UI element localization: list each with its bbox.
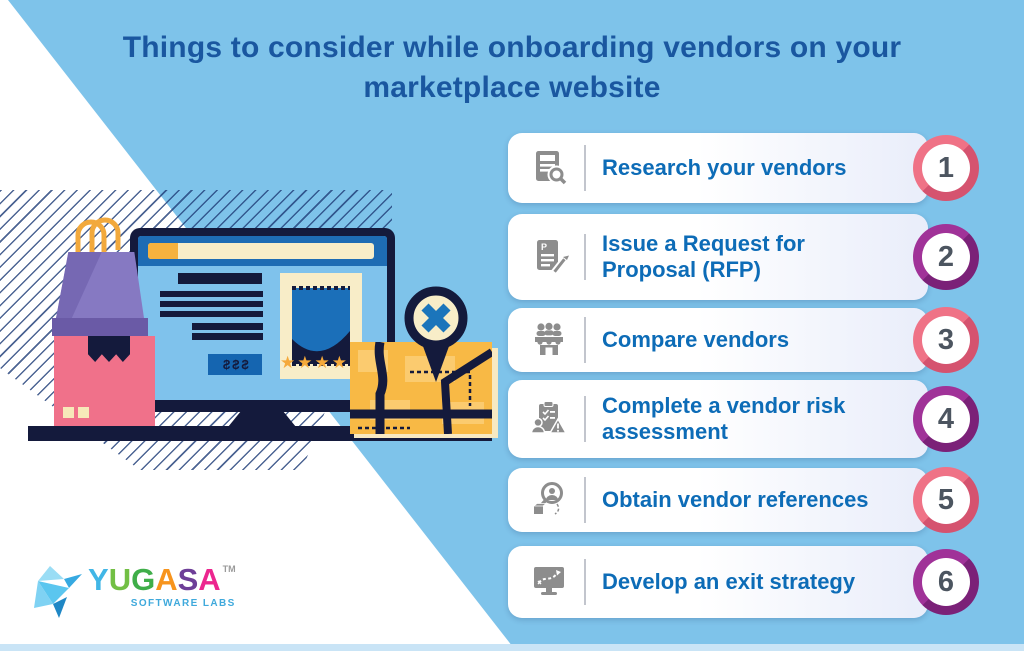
step-number: 5	[922, 476, 970, 524]
browser-header	[138, 236, 387, 266]
file-edit-icon: P	[528, 236, 570, 278]
brand-tagline: SOFTWARE LABS	[130, 598, 236, 609]
step-card-1: Research your vendors 1	[498, 133, 979, 203]
page-title: Things to consider while onboarding vend…	[122, 31, 902, 104]
search-bar-segment	[148, 243, 178, 259]
rating-stars: ★★★★	[280, 353, 349, 372]
file-search-icon	[528, 147, 570, 189]
step-number-badge: 5	[913, 467, 979, 533]
box-label	[63, 407, 74, 418]
divider	[584, 317, 586, 363]
step-number-badge: 3	[913, 307, 979, 373]
desktop-monitor-icon: $$$ ★★★★	[130, 228, 395, 412]
storefront-people-icon	[528, 319, 570, 361]
text-line	[178, 273, 262, 284]
monitor-strategy-icon	[528, 561, 570, 603]
title-area: Things to consider while onboarding vend…	[0, 28, 1024, 107]
step-label: Issue a Request for Proposal (RFP)	[602, 231, 805, 282]
trademark-symbol: TM	[222, 564, 236, 574]
monitor-screen: $$$ ★★★★	[138, 236, 387, 400]
step-number-badge: 1	[913, 135, 979, 201]
step-number: 1	[922, 144, 970, 192]
search-person-box-icon	[528, 479, 570, 521]
text-line	[160, 301, 263, 307]
step-number-badge: 4	[913, 386, 979, 452]
step-label: Research your vendors	[602, 155, 847, 181]
step-number-badge: 6	[913, 549, 979, 615]
step-card-4: Complete a vendor risk assessment 4	[498, 380, 979, 458]
origami-bird-icon	[34, 566, 82, 618]
step-label: Compare vendors	[602, 327, 790, 353]
brand-letter: S	[177, 562, 199, 597]
brand-letter: Y	[88, 562, 109, 597]
brand-letter: A	[198, 562, 221, 597]
step-card-5: Obtain vendor references 5	[498, 467, 979, 533]
text-line	[160, 311, 263, 317]
step-number: 2	[922, 233, 970, 281]
map-pin-x-icon	[404, 286, 468, 382]
monitor-stand	[228, 412, 296, 427]
step-label: Obtain vendor references	[602, 487, 869, 513]
text-line	[160, 291, 263, 297]
box-flap	[88, 336, 130, 362]
box-label	[78, 407, 89, 418]
bag-handles	[75, 217, 121, 258]
step-number-badge: 2	[913, 224, 979, 290]
clipboard-risk-icon	[528, 398, 570, 440]
svg-text:P: P	[541, 242, 547, 252]
step-number: 3	[922, 316, 970, 364]
step-number: 6	[922, 558, 970, 606]
step-number: 4	[922, 395, 970, 443]
divider	[584, 559, 586, 605]
price-tag-text: $$$	[221, 357, 249, 372]
brand-letter: A	[155, 562, 178, 597]
product-image	[292, 286, 350, 366]
brand-letter: U	[108, 562, 132, 597]
step-card-2: P Issue a Request for Proposal (RFP) 2	[498, 214, 979, 300]
search-bar	[148, 243, 374, 259]
step-card-3: Compare vendors 3	[498, 307, 979, 373]
step-label: Complete a vendor risk assessment	[602, 393, 846, 444]
divider	[584, 396, 586, 442]
price-tag: $$$	[208, 354, 262, 375]
text-line	[192, 333, 263, 340]
bottom-edge-strip	[0, 644, 1024, 651]
step-label: Develop an exit strategy	[602, 569, 856, 595]
divider	[584, 234, 586, 280]
divider	[584, 477, 586, 523]
step-card-6: Develop an exit strategy 6	[498, 546, 979, 618]
divider	[584, 145, 586, 191]
bag-bottom-band	[52, 318, 148, 336]
shopping-bag-icon	[56, 252, 144, 318]
bag-shading	[56, 252, 102, 318]
brand-letter: G	[131, 562, 156, 597]
text-line	[192, 323, 263, 330]
product-card	[280, 273, 362, 379]
